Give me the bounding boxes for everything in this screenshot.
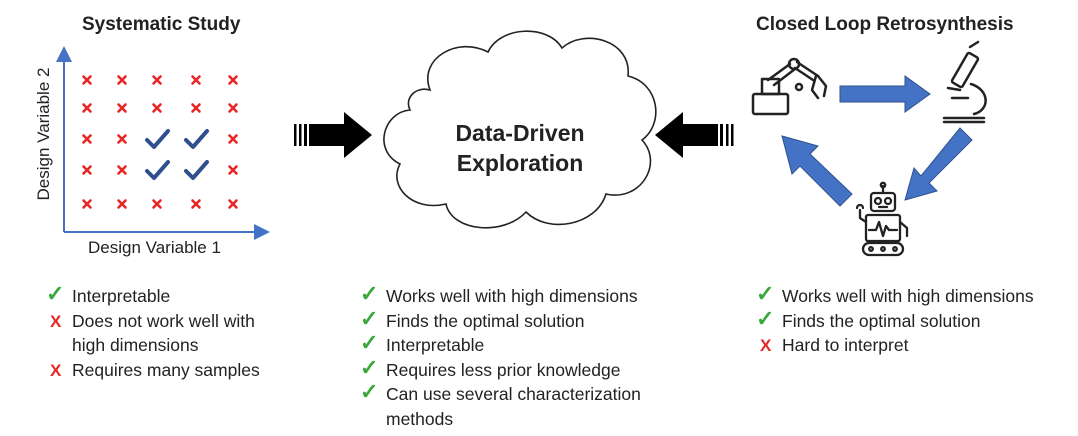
- cross-marker: [82, 134, 92, 144]
- arrow-robot-to-arm: [781, 135, 853, 207]
- design-axes: [56, 46, 270, 240]
- systematic-study-title: Systematic Study: [82, 14, 241, 35]
- cross-marker: [228, 134, 238, 144]
- list-item: ✓ Interpretable: [46, 281, 260, 309]
- cross-icon: X: [50, 311, 62, 331]
- cross-icon: X: [50, 360, 62, 380]
- list-item-text: Can use several characterization: [386, 384, 641, 404]
- cross-marker: [228, 165, 238, 175]
- list-item: ✓ Can use several characterization: [360, 379, 641, 407]
- list-item-text: Requires many samples: [72, 359, 260, 380]
- sample-grid: [82, 75, 238, 209]
- check-icon: ✓: [756, 281, 775, 306]
- cross-marker: [191, 75, 201, 85]
- cloud-label-line1: Data-Driven: [455, 120, 585, 146]
- list-item-text: Hard to interpret: [782, 335, 909, 355]
- cross-marker: [117, 134, 127, 144]
- cloud-label-line2: Exploration: [456, 150, 584, 176]
- list-item-text: Requires less prior knowledge: [386, 359, 621, 380]
- check-marker: [145, 160, 170, 180]
- loop-arrows: [781, 75, 973, 207]
- cross-marker: [82, 165, 92, 175]
- cross-marker: [152, 199, 162, 209]
- list-item: high dimensions: [46, 333, 260, 358]
- list-item: ✓ Finds the optimal solution: [756, 305, 1034, 334]
- cross-marker: [228, 75, 238, 85]
- cross-marker: [117, 199, 127, 209]
- check-icon: ✓: [360, 281, 379, 306]
- cloud-shape: [383, 30, 657, 229]
- microscope-icon: [942, 40, 987, 124]
- cross-marker: [82, 199, 92, 209]
- list-item-text: high dimensions: [72, 335, 199, 355]
- cross-marker: [152, 75, 162, 85]
- list-item: X Does not work well with: [46, 309, 260, 334]
- cross-marker: [82, 103, 92, 113]
- list-item: ✓ Works well with high dimensions: [360, 281, 641, 309]
- cross-marker: [117, 103, 127, 113]
- check-marker: [184, 129, 209, 149]
- robot-icon: [855, 181, 909, 257]
- left-block-arrow: [294, 112, 372, 158]
- list-item: methods: [360, 407, 641, 432]
- cross-marker: [82, 75, 92, 85]
- list-item-text: Finds the optimal solution: [782, 310, 981, 331]
- arrow-microscope-to-robot: [904, 127, 973, 201]
- list-item: ✓ Finds the optimal solution: [360, 305, 641, 334]
- x-axis-label: Design Variable 1: [88, 238, 221, 257]
- list-item: X Hard to interpret: [756, 333, 1034, 358]
- cross-marker: [228, 199, 238, 209]
- check-icon: ✓: [360, 354, 379, 380]
- cross-icon: X: [760, 336, 772, 355]
- check-icon: ✓: [360, 379, 379, 404]
- cross-marker: [191, 199, 201, 209]
- list-item-text: Does not work well with: [72, 310, 255, 331]
- list-item: X Requires many samples: [46, 358, 260, 383]
- list-item-text: Interpretable: [386, 335, 485, 355]
- list-item-text: Works well with high dimensions: [386, 286, 638, 306]
- closed-loop-pros-cons: ✓ Works well with high dimensions ✓ Finds t…: [756, 281, 1034, 358]
- check-icon: ✓: [46, 281, 65, 306]
- closed-loop-title: Closed Loop Retrosynthesis: [756, 14, 1014, 35]
- cross-marker: [117, 75, 127, 85]
- check-marker: [184, 160, 209, 180]
- list-item: ✓ Requires less prior knowledge: [360, 354, 641, 383]
- arrow-arm-to-microscope: [839, 75, 931, 113]
- list-item-text: methods: [386, 408, 454, 429]
- list-item: ✓ Works well with high dimensions: [756, 281, 1034, 309]
- cross-marker: [117, 165, 127, 175]
- check-icon: ✓: [756, 305, 775, 331]
- cross-marker: [228, 103, 238, 113]
- data-driven-pros-cons: ✓ Works well with high dimensions ✓ Finds t…: [360, 281, 641, 432]
- check-marker: [145, 129, 170, 149]
- check-icon: ✓: [360, 305, 379, 331]
- robot-arm-icon: [751, 57, 828, 116]
- cloud-label: Data-Driven Exploration: [430, 118, 610, 178]
- list-item-text: Finds the optimal solution: [386, 310, 585, 331]
- list-item-text: Works well with high dimensions: [782, 286, 1034, 306]
- list-item-text: Interpretable: [72, 286, 171, 306]
- cross-marker: [191, 103, 201, 113]
- cross-marker: [152, 103, 162, 113]
- check-icon: ✓: [360, 330, 379, 355]
- y-axis-label: Design Variable 2: [34, 67, 53, 201]
- right-block-arrow: [655, 112, 734, 158]
- list-item: ✓ Interpretable: [360, 330, 641, 358]
